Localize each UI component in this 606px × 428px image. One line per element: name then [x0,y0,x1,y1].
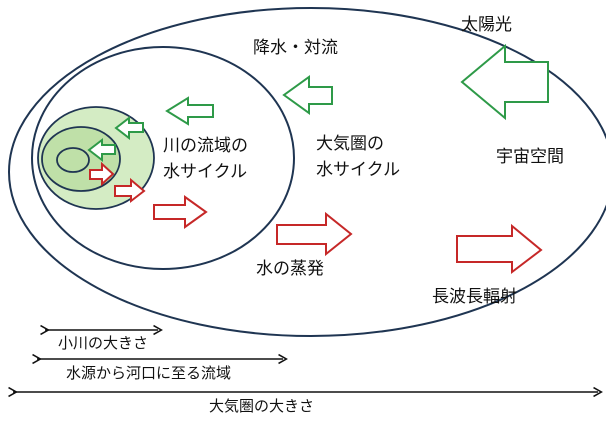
precipitation-arrow [282,75,333,115]
river-basin-ellipse [31,46,295,270]
atmosphere-ellipse [8,7,606,337]
evaporation-arrow [276,211,353,257]
stream-size-label: 小川の大きさ [58,334,149,352]
river-red-arrow-1 [89,161,115,187]
sunlight-arrow [460,43,549,121]
source-to-mouth-label: 水源から河口に至る流域 [66,364,232,382]
river-red-arrow-2 [114,177,146,204]
atmosphere-cycle-label-line1: 大気圏の [316,134,384,154]
river-red-arrow-3 [153,195,208,229]
precipitation-label: 降水・対流 [253,38,338,58]
longwave-radiation-arrow [456,223,543,275]
sunlight-label: 太陽光 [461,15,512,35]
longwave-radiation-label: 長波長輻射 [432,287,517,307]
river-green-arrow-2 [114,115,144,141]
evaporation-label: 水の蒸発 [256,259,324,279]
river-green-arrow-3 [87,137,116,163]
space-label: 宇宙空間 [496,147,564,167]
river-cycle-label-line2: 水サイクル [163,162,248,182]
source-ellipse [56,147,90,173]
atmosphere-size-label: 大気圏の大きさ [209,397,315,415]
atmosphere-cycle-label-line2: 水サイクル [316,160,401,180]
river-green-arrow-1 [165,96,214,126]
river-cycle-label-line1: 川の流域の [163,136,248,156]
